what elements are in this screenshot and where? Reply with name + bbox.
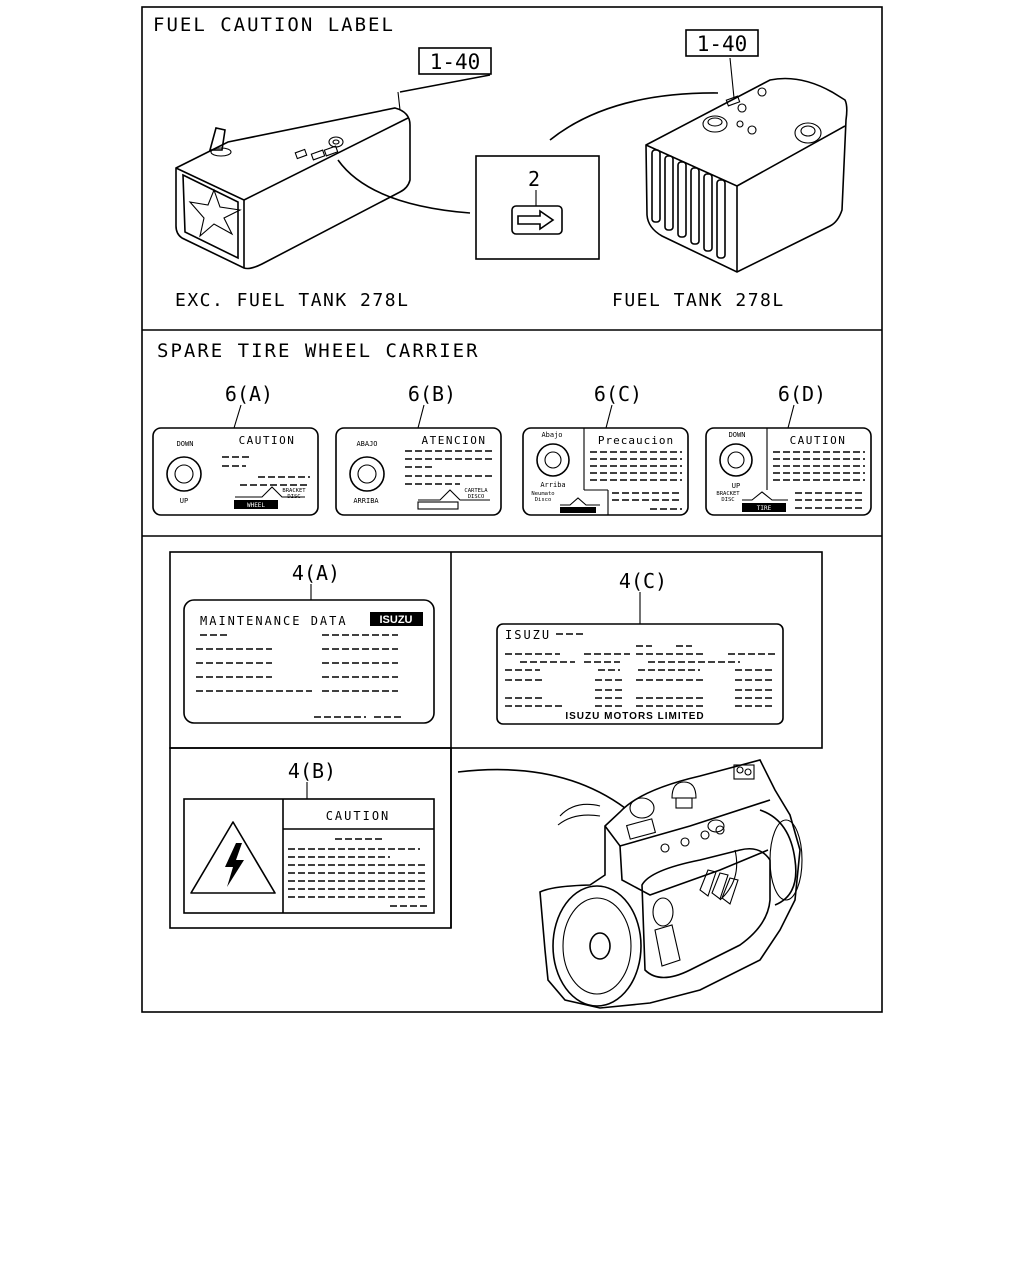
plate-b-ref: 4(B) [288,759,336,783]
plate-c-ref: 4(C) [619,569,667,593]
spare-label-b-heading: ATENCION [422,434,487,447]
caption-exc-fuel-tank: EXC. FUEL TANK 278L [175,290,409,311]
caution-callout-box [475,155,600,260]
spare-label-c-top: Abajo [541,431,562,439]
caution-plate: 4(B) CAUTION [183,759,435,914]
spare-label-c-bottom: Arriba [540,481,565,489]
spare-label-d-tag3: TIRE [757,505,772,512]
spare-label-d-tag1: BRACKET [716,491,740,497]
right-arrow-icon [517,209,555,231]
ref-box-right [685,29,759,57]
plates-grid-top [169,551,823,749]
plate-c-footer: ISUZU MOTORS LIMITED [565,711,704,722]
spare-label-b: 6(B) ATENCION ABAJO ARRIBA CARTELA DISCO [335,382,502,516]
caption-fuel-tank: FUEL TANK 278L [612,290,785,311]
plate-a-brand: ISUZU [380,614,413,626]
spare-label-a-top: DOWN [177,440,194,448]
spare-label-d-tag2: DISC [721,497,734,503]
ref-label-right: 1-40 [697,32,748,56]
spare-label-d-ref: 6(D) [778,382,826,406]
spare-label-a-tag1: BRACKET [282,488,306,494]
spare-label-d-heading: CAUTION [790,434,847,447]
spare-section-title: SPARE TIRE WHEEL CARRIER [157,340,480,362]
spare-label-a-tag3: WHEEL [247,502,265,509]
spare-label-a-ref: 6(A) [225,382,273,406]
maintenance-data-plate: 4(A) MAINTENANCE DATA ISUZU [183,561,435,724]
spare-label-d-bottom: UP [732,482,740,490]
fuel-tank-right-illustration [549,57,848,273]
spare-label-d-top: DOWN [729,431,746,439]
fuel-tank-left-illustration [175,74,491,270]
lightning-bolt-icon [225,843,244,887]
plate-a-title: MAINTENANCE DATA [200,614,348,628]
spare-label-c-tag1: Neumato [531,491,554,497]
plate-c-brand: ISUZU [505,628,551,642]
ref-label-left: 1-40 [430,50,481,74]
callout-number: 2 [528,167,540,191]
fuel-section-title: FUEL CAUTION LABEL [153,14,395,36]
spare-label-c-ref: 6(C) [594,382,642,406]
rotate-arrow-icon [166,456,202,492]
diagram-frame [141,6,883,1013]
spare-label-b-tag2: DISCO [468,494,485,500]
plates-grid-bottom [169,747,452,929]
plate-a-ref: 4(A) [292,561,340,585]
engine-illustration [457,759,803,1009]
plate-b-heading: CAUTION [326,809,391,823]
spare-label-d: 6(D) CAUTION DOWN UP BRACKET DISC TIRE [705,382,872,516]
warning-triangle-icon [190,821,276,894]
spare-label-b-ref: 6(B) [408,382,456,406]
arrow-label-icon [511,205,563,235]
spare-label-b-bottom: ARRIBA [353,497,379,505]
isuzu-id-plate: 4(C) ISUZU ISUZU MOTORS LIMITED [496,569,784,725]
spare-label-a-tag2: DISC [287,494,300,500]
spare-label-b-top: ABAJO [356,440,377,448]
spare-label-a-bottom: UP [180,497,188,505]
spare-label-c: 6(C) Precaucion Abajo Arriba Neumato Dis… [522,382,689,516]
spare-label-a-heading: CAUTION [239,434,296,447]
spare-label-a: 6(A) CAUTION DOWN UP WHEEL BRACKET DISC [152,382,319,516]
ref-box-left [418,47,492,75]
spare-label-c-tag2: Disco [535,497,552,503]
spare-label-c-heading: Precaucion [598,434,674,447]
spare-label-b-tag1: CARTELA [464,488,488,494]
